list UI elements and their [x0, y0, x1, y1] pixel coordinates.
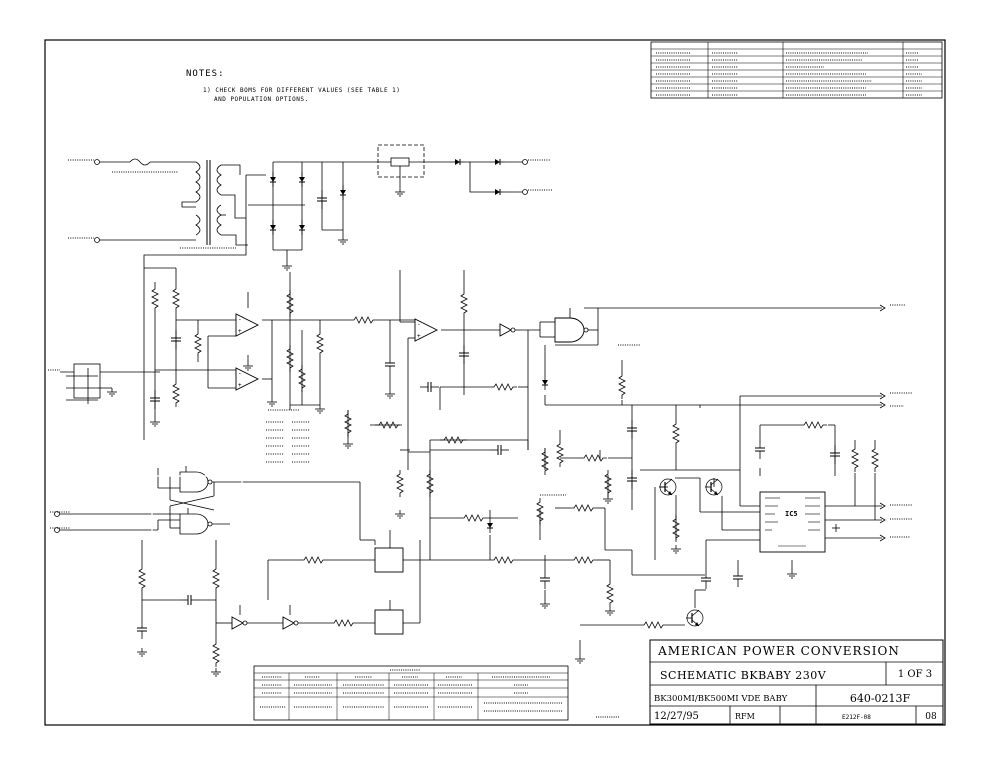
transformer-section: [100, 158, 450, 268]
file-name: E212F-08: [842, 714, 871, 721]
drawn-by: RFM: [735, 712, 755, 721]
revision: 08: [925, 712, 937, 722]
model-number: BK300MI/BK500MI VDE BABY: [654, 694, 788, 704]
input-connector: [60, 363, 160, 404]
document-number: 640-0213F: [849, 692, 911, 705]
drawing-date: 12/27/95: [654, 711, 699, 722]
notes-title: NOTES:: [186, 69, 225, 79]
component-value-labels: [48, 159, 912, 538]
drawing-title: SCHEMATIC BKBABY 230V: [660, 669, 827, 682]
ic5-label: IC5: [785, 510, 798, 518]
ic5-chip: [759, 491, 826, 553]
title-block: [649, 639, 944, 725]
revision-table: [650, 41, 943, 99]
transformer-icon: [195, 160, 222, 245]
company-name: AMERICAN POWER CONVERSION: [658, 644, 900, 658]
table-1: [253, 665, 569, 721]
sheet-number: 1 OF 3: [897, 669, 933, 680]
notes-line-2: AND POPULATION OPTIONS.: [214, 96, 309, 103]
notes-line-1: 1) CHECK BOMS FOR DIFFERENT VALUES (SEE …: [203, 87, 401, 94]
nand-gate-icon: [554, 317, 585, 343]
